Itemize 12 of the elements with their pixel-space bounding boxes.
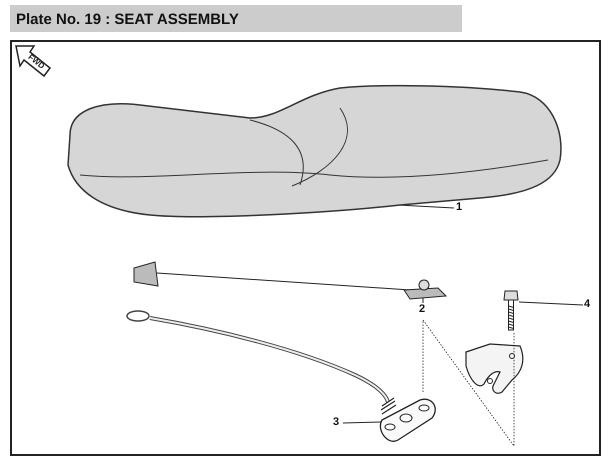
seat-strap-drawing: [134, 261, 448, 300]
leader-line: [518, 302, 584, 306]
callout-number: 2: [419, 303, 426, 316]
leader-line: [342, 422, 382, 424]
seat-lock-drawing: [380, 397, 436, 442]
callout-number: 3: [333, 416, 340, 429]
seat-drawing: [67, 84, 562, 218]
assembly-guide-line: [422, 318, 514, 448]
bolt-drawing: [503, 290, 519, 330]
callout-number: 4: [584, 298, 590, 311]
plate-title: Plate No. 19 : SEAT ASSEMBLY: [16, 11, 239, 28]
callout-number: 1: [456, 201, 462, 214]
